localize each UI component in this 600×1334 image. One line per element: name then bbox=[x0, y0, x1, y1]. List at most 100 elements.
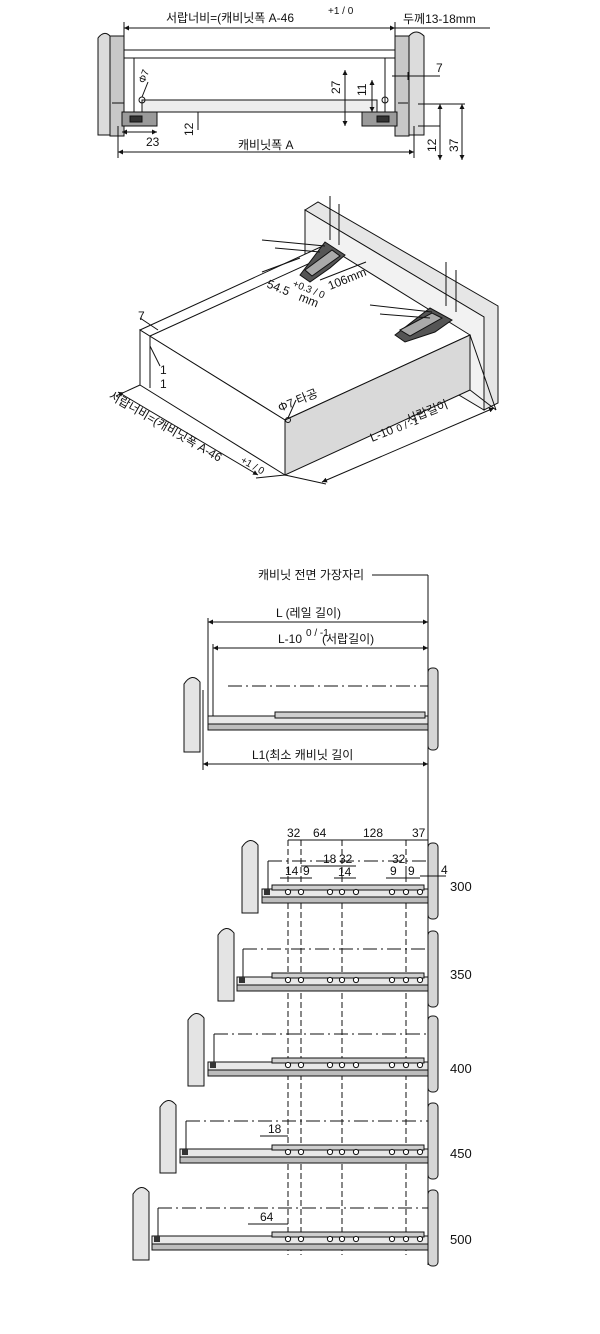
iso-dim-1a: 1 bbox=[160, 363, 167, 377]
drawer-front-panel bbox=[123, 49, 396, 59]
rail-row-hole bbox=[352, 888, 360, 896]
rail-row-hole bbox=[352, 1061, 360, 1069]
dim-32-mid: 32 bbox=[339, 852, 353, 866]
rail-row-hole bbox=[326, 1148, 334, 1156]
rail-row-hole bbox=[297, 1235, 305, 1243]
dim-64-top: 64 bbox=[313, 826, 327, 840]
rail-row-back-wall bbox=[241, 840, 259, 914]
rail-row-clip bbox=[154, 1236, 160, 1242]
dim-128-top: 128 bbox=[363, 826, 383, 840]
length-label-500: 500 bbox=[450, 1232, 472, 1247]
rail-row-hole bbox=[284, 1235, 292, 1243]
rail-row-hole bbox=[326, 976, 334, 984]
rail-row-hole bbox=[297, 1148, 305, 1156]
rail-row-inner bbox=[271, 884, 425, 891]
rail-row-hole bbox=[284, 976, 292, 984]
dim-18-mid: 18 bbox=[323, 852, 337, 866]
drawer-bottom bbox=[141, 99, 378, 113]
rail-row-clip bbox=[264, 889, 270, 895]
rail-row-hole bbox=[388, 976, 396, 984]
dim-37: 37 bbox=[447, 138, 461, 152]
rail-row-hole bbox=[352, 1148, 360, 1156]
min-cabinet-label: L1(최소 캐비닛 길이 bbox=[252, 748, 353, 762]
dim-14-b: 14 bbox=[338, 865, 352, 879]
rail-row-hole bbox=[416, 976, 424, 984]
dim-64-500: 64 bbox=[260, 1210, 274, 1224]
rail-length-label: L (레일 길이) bbox=[276, 606, 341, 620]
pattern-dims bbox=[248, 839, 446, 1225]
rail-row-hole bbox=[402, 1061, 410, 1069]
rail-row-hole bbox=[297, 1061, 305, 1069]
cabinet-width-label: 캐비닛폭 A bbox=[238, 138, 294, 152]
dim-9-b: 9 bbox=[390, 864, 397, 878]
front-edge-label: 캐비닛 전면 가장자리 bbox=[258, 568, 364, 582]
rail-row-front-panel bbox=[427, 1015, 439, 1093]
length-label-400: 400 bbox=[450, 1061, 472, 1076]
length-label-350: 350 bbox=[450, 967, 472, 982]
rail-row-runner bbox=[236, 984, 431, 992]
rail-row-inner bbox=[271, 972, 425, 979]
length-label-300: 300 bbox=[450, 879, 472, 894]
phi7-label: Φ7 bbox=[137, 68, 152, 85]
rail-row-clip bbox=[182, 1149, 188, 1155]
rail-row-front-panel bbox=[427, 1189, 439, 1267]
length-label-450: 450 bbox=[450, 1146, 472, 1161]
dim-11: 11 bbox=[355, 83, 369, 96]
rail-row-runner bbox=[179, 1156, 431, 1164]
rail-row-hole bbox=[284, 1148, 292, 1156]
drawer-width-tolerance: +1 / 0 bbox=[328, 6, 354, 17]
drawer-length-label: L-10 bbox=[278, 632, 302, 646]
hole-pattern-series bbox=[287, 840, 407, 1255]
rail-row-hole bbox=[416, 1061, 424, 1069]
dim-32-top: 32 bbox=[287, 826, 301, 840]
right-cabinet-wall bbox=[408, 31, 425, 136]
dim-9-a: 9 bbox=[303, 864, 310, 878]
rail-row-hole bbox=[352, 976, 360, 984]
rail-row-hole bbox=[284, 1061, 292, 1069]
rail-row-hole bbox=[338, 1061, 346, 1069]
top-view bbox=[97, 22, 490, 160]
rail-row-front-panel bbox=[427, 930, 439, 1008]
rail-row-hole bbox=[402, 1235, 410, 1243]
left-wall-board bbox=[109, 35, 125, 137]
rail-row-hole bbox=[388, 1061, 396, 1069]
dim-37-top: 37 bbox=[412, 826, 426, 840]
rail-row-hole bbox=[297, 888, 305, 896]
rail-row-back-wall bbox=[217, 928, 235, 1002]
rail-row-hole bbox=[284, 888, 292, 896]
rail-row-back-wall bbox=[159, 1100, 177, 1174]
drawer-length-tol: 0 / -1 bbox=[306, 628, 329, 639]
rail-row-inner bbox=[271, 1057, 425, 1064]
left-cabinet-wall bbox=[97, 32, 111, 136]
dim-54-5-unit: mm bbox=[297, 290, 321, 310]
back-wall bbox=[183, 677, 201, 753]
rail-row-hole bbox=[416, 888, 424, 896]
iso-view bbox=[115, 196, 499, 485]
rail-row-inner bbox=[271, 1231, 425, 1238]
rail-row-hole bbox=[338, 976, 346, 984]
rail-row-hole bbox=[338, 888, 346, 896]
rail-row-front-panel bbox=[427, 842, 439, 920]
rail-row-hole bbox=[416, 1235, 424, 1243]
rail-row-hole bbox=[402, 888, 410, 896]
rail-row-runner bbox=[151, 1243, 431, 1251]
dim-23: 23 bbox=[146, 135, 160, 149]
dim-9-c: 9 bbox=[408, 864, 415, 878]
rail-row-hole bbox=[338, 1148, 346, 1156]
rail-row-clip bbox=[239, 977, 245, 983]
rail-row-hole bbox=[402, 976, 410, 984]
dim-12-left: 12 bbox=[182, 122, 196, 136]
rail-rows bbox=[132, 840, 439, 1267]
thickness-label: 두께13-18mm bbox=[403, 12, 476, 26]
dim-12-right: 12 bbox=[425, 138, 439, 152]
rail-row-hole bbox=[388, 888, 396, 896]
dim-14-a: 14 bbox=[285, 864, 299, 878]
rail-row-hole bbox=[402, 1148, 410, 1156]
dim-18-450: 18 bbox=[268, 1122, 282, 1136]
rail-row-hole bbox=[326, 888, 334, 896]
rail-row-hole bbox=[338, 1235, 346, 1243]
rail-row-hole bbox=[326, 1061, 334, 1069]
rail-row-runner bbox=[261, 896, 431, 904]
iso-dim-7: 7 bbox=[138, 309, 145, 323]
